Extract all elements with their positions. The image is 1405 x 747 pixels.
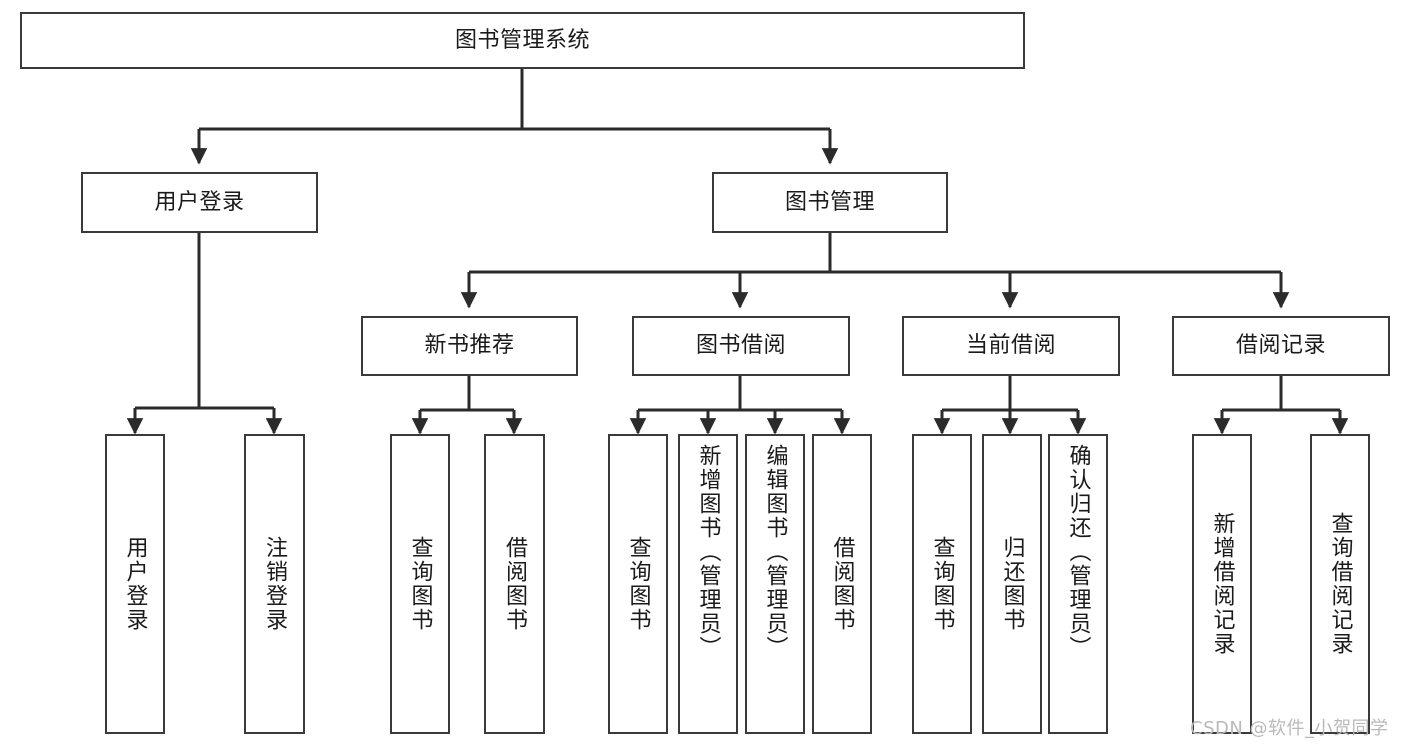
node-user-login[interactable]: 用户登录 [81,172,318,233]
leaf-query-borrow-record[interactable]: 查询借阅记录 [1310,434,1370,734]
node-label: 图书借阅 [695,333,786,359]
node-label: 用户登录 [154,189,245,215]
node-label: 查询图书 [929,536,955,632]
node-current-borrow[interactable]: 当前借阅 [902,316,1120,376]
node-book-management[interactable]: 图书管理 [712,172,948,233]
leaf-query-book-recommend[interactable]: 查询图书 [390,434,450,734]
node-label: 注销登录 [262,536,288,632]
leaf-query-book-borrow[interactable]: 查询图书 [608,434,668,734]
node-label: 查询图书 [625,536,651,632]
node-label: 图书管理 [784,189,875,215]
node-book-borrow[interactable]: 图书借阅 [632,316,850,376]
watermark-csdn: CSDN @软件_小贺同学 [1190,718,1389,739]
node-label: 当前借阅 [965,333,1056,359]
node-label: 新增图书（管理员） [695,444,721,660]
leaf-user-login[interactable]: 用户登录 [105,434,165,734]
leaf-query-book-current[interactable]: 查询图书 [912,434,972,734]
node-label: 借阅图书 [502,536,528,632]
leaf-logout-login[interactable]: 注销登录 [244,434,305,734]
node-label: 用户登录 [122,536,148,632]
leaf-borrow-book[interactable]: 借阅图书 [812,434,872,734]
node-label: 确认归还（管理员） [1065,444,1091,660]
node-label: 归还图书 [999,536,1025,632]
node-label: 新增借阅记录 [1209,512,1235,656]
node-new-book-recommend[interactable]: 新书推荐 [361,316,578,376]
node-label: 编辑图书（管理员） [762,444,788,660]
node-label: 查询图书 [407,536,433,632]
leaf-confirm-return-admin[interactable]: 确认归还（管理员） [1048,434,1108,734]
node-borrow-record[interactable]: 借阅记录 [1172,316,1390,376]
node-root-book-management-system[interactable]: 图书管理系统 [20,12,1025,69]
leaf-borrow-book-recommend[interactable]: 借阅图书 [484,434,545,734]
leaf-add-book-admin[interactable]: 新增图书（管理员） [678,434,738,734]
node-label: 借阅记录 [1235,333,1326,359]
node-label: 借阅图书 [829,536,855,632]
leaf-return-book[interactable]: 归还图书 [982,434,1042,734]
leaf-add-borrow-record[interactable]: 新增借阅记录 [1192,434,1252,734]
leaf-edit-book-admin[interactable]: 编辑图书（管理员） [745,434,805,734]
node-label: 查询借阅记录 [1327,512,1353,656]
node-label: 新书推荐 [424,333,515,359]
node-label: 图书管理系统 [454,27,590,53]
